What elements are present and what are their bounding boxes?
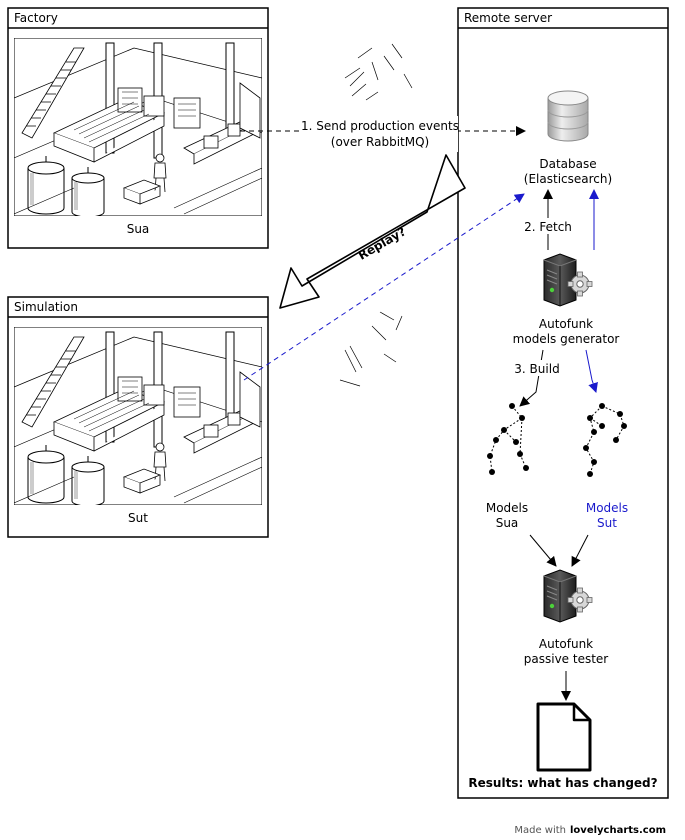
simulation-box: Simulation Sut: [7, 296, 269, 538]
footer-brand: lovelycharts.com: [570, 825, 666, 836]
tester-label-line2: passive tester: [524, 652, 609, 666]
simulation-illustration: [14, 327, 262, 505]
models-sua-label-line2: Sua: [496, 516, 519, 530]
send-events-label-line1: 1. Send production events: [301, 119, 459, 133]
tester-label-line1: Autofunk: [539, 637, 593, 651]
send-events-label-line2: (over RabbitMQ): [331, 135, 429, 149]
models-sua-to-tester-arrow: [529, 534, 557, 567]
replay-label: Replay?: [356, 224, 409, 262]
models-sua-label-line1: Models: [486, 501, 528, 515]
replay-arrow: [279, 154, 466, 309]
simulation-caption: Sut: [128, 511, 148, 525]
build-label-bg: [512, 360, 562, 376]
build-sut-arrow: [585, 349, 598, 393]
fetch-label-bg: [524, 218, 572, 234]
generator-label-line2: models generator: [513, 332, 620, 346]
remote-server-title: Remote server: [464, 11, 552, 25]
sketch-marks: [339, 43, 413, 387]
footer-prefix: Made with: [514, 825, 566, 836]
factory-box: Factory Sua: [7, 7, 269, 249]
results-label: Results: what has changed?: [468, 776, 657, 790]
database-label-line2: (Elasticsearch): [524, 172, 612, 186]
models-sut-label-line2: Sut: [597, 516, 617, 530]
models-sut-to-tester-arrow: [571, 534, 589, 567]
replay-data-arrow: [243, 193, 525, 381]
factory-caption: Sua: [127, 222, 150, 236]
build-label: 3. Build: [514, 362, 559, 376]
send-events-label-bg: [302, 116, 458, 152]
factory-title: Factory: [14, 11, 58, 25]
document-icon: [536, 702, 592, 772]
database-icon: [547, 90, 589, 142]
database-label-line1: Database: [539, 157, 596, 171]
fetch-label: 2. Fetch: [524, 220, 572, 234]
simulation-title: Simulation: [14, 300, 78, 314]
factory-illustration: [14, 38, 262, 216]
models-sut-label-line1: Models: [586, 501, 628, 515]
generator-label-line1: Autofunk: [539, 317, 593, 331]
